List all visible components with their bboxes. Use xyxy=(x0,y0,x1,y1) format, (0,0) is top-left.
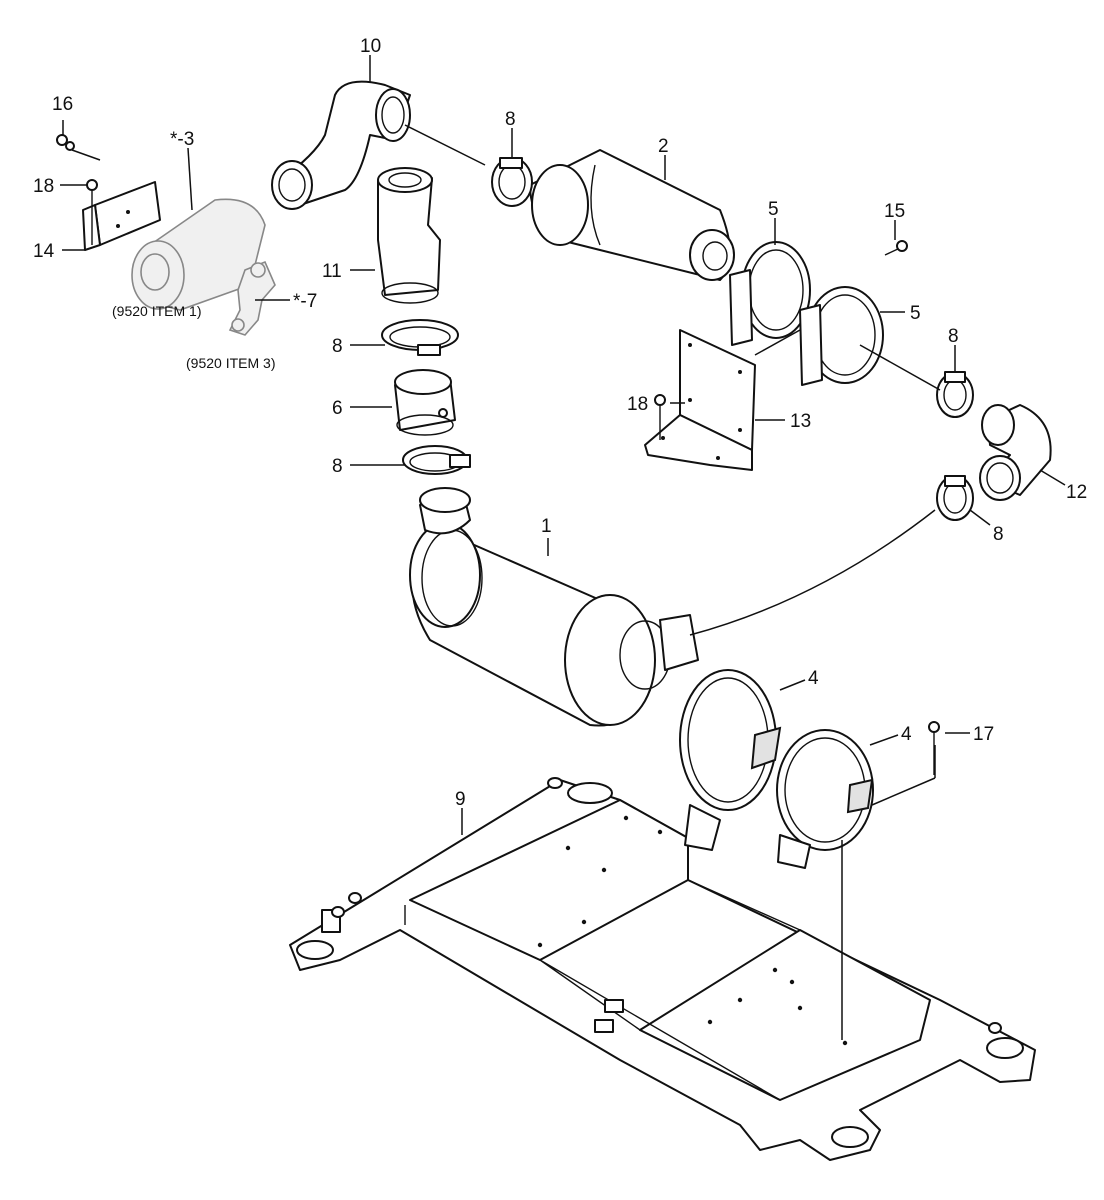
hose-clamp-5 xyxy=(936,475,974,521)
elbow-pipe-lower xyxy=(979,404,1052,501)
label-13: 13 xyxy=(790,411,811,432)
label-7: *-7 xyxy=(293,291,317,312)
label-18-left: 18 xyxy=(33,176,54,197)
strap-clamp-right xyxy=(776,729,874,869)
hose-clamp-2 xyxy=(402,445,471,475)
label-2: 2 xyxy=(658,136,669,157)
label-8-lower-right: 8 xyxy=(993,524,1004,545)
label-16: 16 xyxy=(52,94,73,115)
label-17: 17 xyxy=(973,724,994,745)
bolt-16 xyxy=(56,134,75,151)
hose-clamp-3 xyxy=(491,157,533,207)
label-15: 15 xyxy=(884,201,905,222)
label-8-mid: 8 xyxy=(332,336,343,357)
muffler xyxy=(409,487,699,727)
base-frame xyxy=(289,777,1036,1161)
label-6: 6 xyxy=(332,398,343,419)
label-8-top: 8 xyxy=(505,109,516,130)
label-12: 12 xyxy=(1066,482,1087,503)
label-4-right: 4 xyxy=(901,724,912,745)
label-10: 10 xyxy=(360,36,381,57)
label-8-lower: 8 xyxy=(332,456,343,477)
callout-labels: 10 8 2 5 15 5 8 12 8 1 4 4 17 9 13 18 11… xyxy=(33,36,1087,810)
note-item-3: (9520 ITEM 3) xyxy=(186,355,275,371)
elbow-pipe-upper xyxy=(271,80,411,210)
flex-coupling xyxy=(377,167,441,304)
hose-clamp-1 xyxy=(381,319,459,356)
label-1: 1 xyxy=(541,516,552,537)
label-5-right: 5 xyxy=(910,303,921,324)
silencer xyxy=(529,149,735,281)
bracket xyxy=(82,181,161,251)
band-clamp-upper xyxy=(729,241,811,346)
mounting-bracket xyxy=(644,329,756,471)
strap-clamp-left xyxy=(679,669,782,851)
leader-lines xyxy=(60,55,1066,1040)
label-5-top: 5 xyxy=(768,199,779,220)
band-clamp-lower xyxy=(799,286,884,386)
pipe-adapter xyxy=(394,369,456,436)
sensor-pipe-ghost xyxy=(228,260,276,336)
label-18-right: 18 xyxy=(627,394,648,415)
label-11: 11 xyxy=(322,261,342,282)
label-3: *-3 xyxy=(170,129,194,150)
label-14: 14 xyxy=(33,241,55,262)
hose-clamp-4 xyxy=(936,371,974,418)
label-8-right: 8 xyxy=(948,326,959,347)
bolt-18-right xyxy=(654,394,666,440)
catalytic-converter-ghost xyxy=(131,198,266,311)
bolt-17 xyxy=(928,721,940,775)
bolt-15 xyxy=(884,240,908,256)
label-9: 9 xyxy=(455,789,466,810)
label-4-left: 4 xyxy=(808,668,819,689)
bolt-18-left xyxy=(86,179,98,245)
note-item-1: (9520 ITEM 1) xyxy=(112,303,201,319)
